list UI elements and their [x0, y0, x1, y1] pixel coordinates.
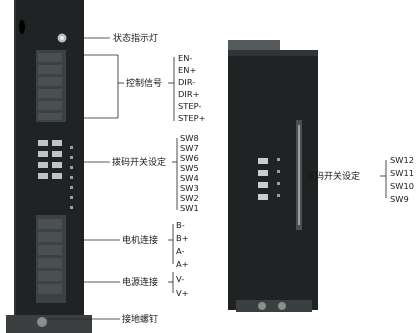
left-callouts	[48, 37, 178, 320]
dip-pin-list: SW8 SW7 SW6 SW5 SW4 SW3 SW2 SW1	[180, 133, 199, 213]
status-light-label: 状态指示灯	[113, 32, 158, 44]
dip-switch-block	[38, 140, 73, 209]
pin-label: EN-	[178, 53, 192, 63]
side-pin-list: SW12 SW11 SW10 SW9	[390, 155, 414, 204]
side-screw-icon	[258, 302, 266, 310]
power-terminal-block	[36, 215, 66, 303]
right-callouts	[282, 157, 387, 198]
pin-label: A-	[176, 246, 185, 256]
motor-connection-label: 电机连接	[122, 234, 158, 246]
pin-label: DIR+	[178, 89, 200, 99]
pin-label: SW5	[180, 163, 199, 173]
pin-label: B+	[176, 233, 189, 243]
control-signal-label: 控制信号	[126, 77, 162, 89]
pin-label: STEP+	[178, 113, 206, 123]
control-pin-list: EN- EN+ DIR- DIR+ STEP- STEP+	[178, 53, 206, 123]
pin-label: B-	[176, 220, 185, 230]
device-body-side	[228, 50, 318, 310]
side-dip-switch-label: 拨码开关设定	[306, 170, 360, 182]
dip-switch-label: 拨码开关设定	[112, 156, 166, 168]
pin-label: SW6	[180, 153, 199, 163]
mount-hole-icon	[19, 20, 25, 34]
front-device	[0, 0, 100, 333]
ground-screw-label: 接地螺钉	[122, 313, 158, 325]
pin-label: SW9	[390, 194, 409, 204]
pin-label: SW4	[180, 173, 199, 183]
pin-label: STEP-	[178, 101, 201, 111]
pin-label: SW7	[180, 143, 199, 153]
pin-label: SW1	[180, 203, 199, 213]
pin-label: SW10	[390, 181, 414, 191]
ground-screw-icon	[37, 317, 47, 327]
pin-label: DIR-	[178, 77, 195, 87]
pin-label: SW11	[390, 168, 414, 178]
motor-pin-list: B- B+ A- A+	[176, 220, 189, 269]
power-pin-list: V- V+	[176, 274, 189, 298]
bottom-flange	[6, 315, 92, 333]
pin-label: V-	[176, 274, 184, 284]
pin-label: SW8	[180, 133, 199, 143]
side-dip-switch-block	[258, 158, 280, 200]
control-terminal-block	[36, 50, 66, 122]
power-connection-label: 电源连接	[122, 276, 158, 288]
pin-label: SW2	[180, 193, 199, 203]
side-device	[228, 40, 318, 312]
pin-label: EN+	[178, 65, 196, 75]
pin-label: SW12	[390, 155, 414, 165]
pin-label: A+	[176, 259, 189, 269]
pin-label: V+	[176, 288, 189, 298]
pin-label: SW3	[180, 183, 199, 193]
